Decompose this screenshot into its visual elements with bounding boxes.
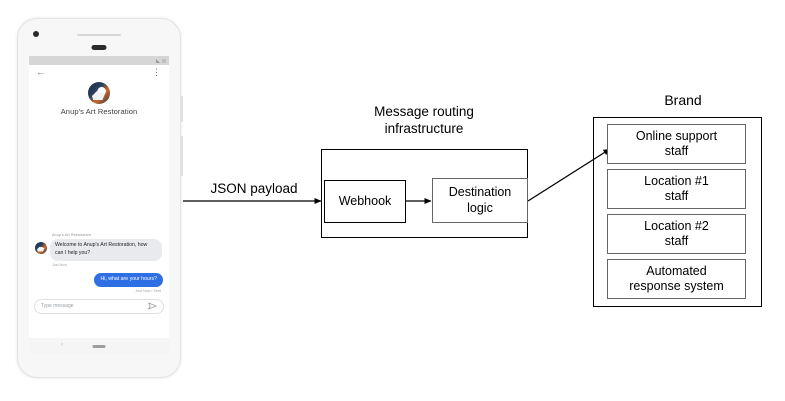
phone-volume-button[interactable]	[181, 136, 183, 176]
message-input[interactable]: Type message	[41, 303, 74, 310]
status-bar-icons	[156, 58, 166, 63]
front-camera-icon	[33, 31, 39, 37]
earpiece-grille	[77, 34, 121, 36]
chat-area: Anup's Art Restoration Welcome to Anup's…	[29, 233, 169, 293]
avatar	[35, 241, 47, 254]
online-support-staff-box[interactable]: Online support staff	[607, 124, 746, 164]
phone-screen: ← ⋮ Anup's Art Restoration Anup's Art Re…	[29, 56, 169, 338]
back-arrow-icon[interactable]: ←	[36, 67, 45, 77]
location-1-staff-box[interactable]: Location #1 staff	[607, 169, 746, 209]
app-bar: ← ⋮	[29, 65, 169, 80]
brand-name-label: Anup's Art Restoration	[60, 107, 138, 116]
infrastructure-title: Message routing infrastructure	[374, 104, 474, 137]
message-composer[interactable]: Type message	[34, 298, 164, 314]
incoming-message-bubble: Welcome to Anup's Art Restoration, how c…	[50, 238, 162, 261]
webhook-box[interactable]: Webhook	[324, 180, 406, 223]
automated-response-system-box[interactable]: Automated response system	[607, 259, 746, 299]
battery-icon	[162, 58, 166, 63]
phone-mockup: ← ⋮ Anup's Art Restoration Anup's Art Re…	[17, 18, 183, 378]
json-payload-label: JSON payload	[210, 181, 298, 196]
destination-logic-box[interactable]: Destination logic	[432, 178, 528, 223]
signal-triangle-icon	[156, 58, 160, 63]
nav-back-icon[interactable]: ‹	[61, 342, 63, 348]
send-icon[interactable]	[148, 302, 157, 310]
nav-home-pill-icon[interactable]	[92, 344, 106, 348]
phone-navigation-bar: ‹	[29, 338, 169, 354]
brand-header: Anup's Art Restoration	[29, 80, 169, 116]
speaker-slot	[91, 45, 107, 50]
brand-title: Brand	[664, 92, 702, 108]
outgoing-message-row: Hi, what are your hours?	[35, 272, 163, 287]
incoming-message-row: Welcome to Anup's Art Restoration, how c…	[35, 238, 163, 261]
outgoing-message-bubble: Hi, what are your hours?	[94, 272, 163, 287]
incoming-message-timestamp: Just Now	[52, 262, 67, 267]
incoming-sender-label: Anup's Art Restoration	[52, 233, 91, 237]
brand-avatar-image	[88, 82, 110, 104]
status-bar	[29, 56, 169, 65]
brand-container	[593, 117, 762, 307]
location-2-staff-box[interactable]: Location #2 staff	[607, 214, 746, 254]
chat-spacer	[29, 116, 169, 233]
outgoing-message-timestamp: Just Now • Sent	[135, 288, 161, 293]
overflow-menu-icon[interactable]: ⋮	[152, 67, 161, 77]
phone-power-button[interactable]	[181, 96, 183, 122]
